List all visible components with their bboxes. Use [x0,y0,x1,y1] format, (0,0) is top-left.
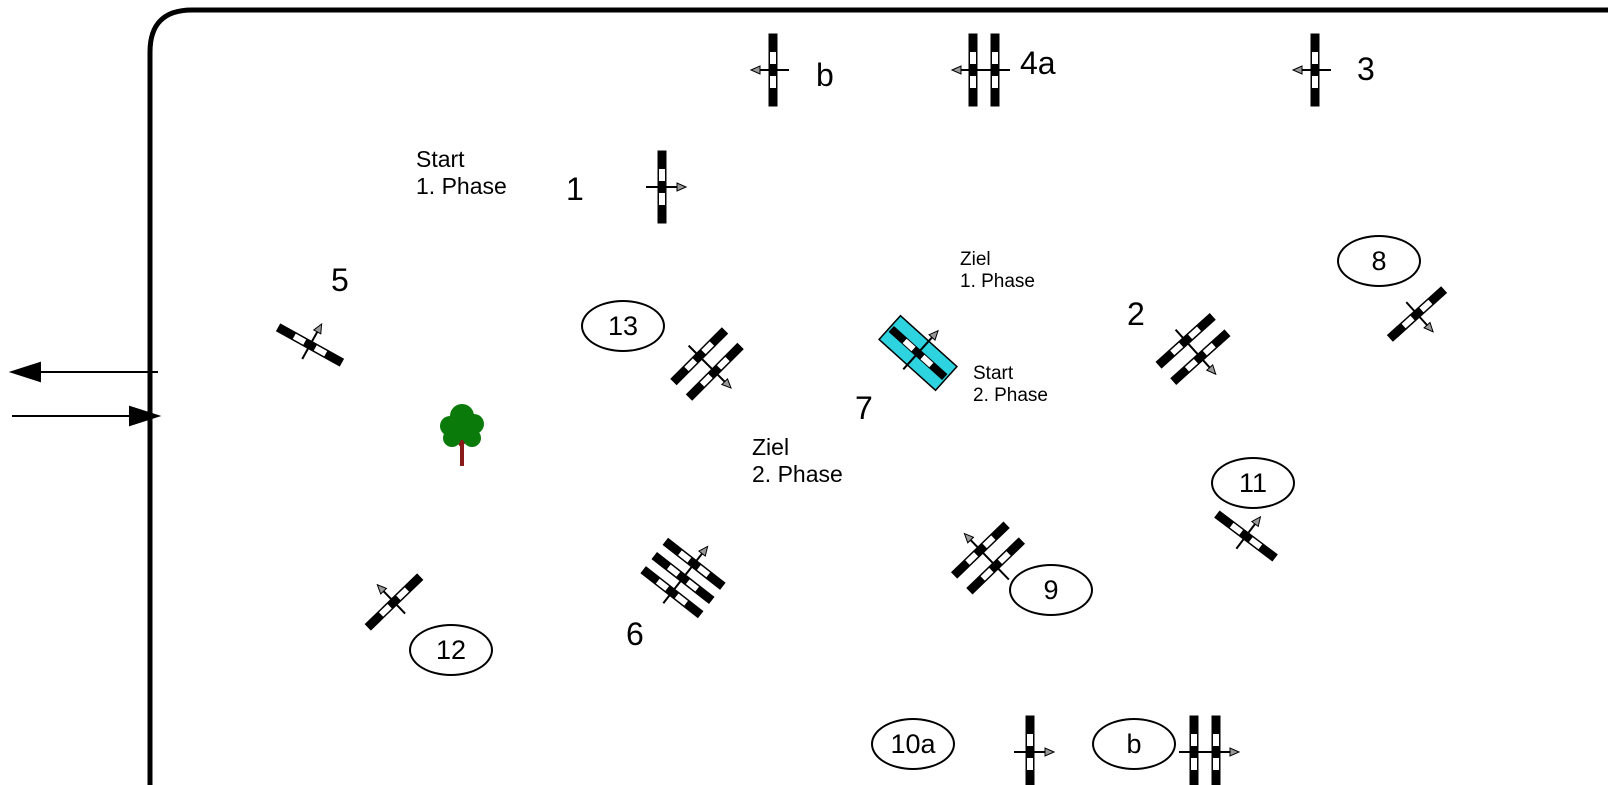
fence-obstacle-icon [1179,715,1241,785]
fence-obstacle-icon [670,327,744,401]
obstacle-label-1: 1 [566,171,584,207]
obstacle-oval-13: 13 [581,300,665,352]
fence-obstacle-icon [275,322,345,367]
fence-obstacle-icon [640,537,726,619]
fence-obstacle-icon [1214,510,1278,562]
start-phase-1-label: Start 1. Phase [416,146,507,200]
fence-obstacle-icon [1291,33,1331,107]
ziel-phase-1-label: Ziel 1. Phase [960,249,1035,293]
obstacle-oval-11: 11 [1211,457,1295,509]
ziel-phase-2-label: Ziel 2. Phase [752,434,843,488]
start-phase-2-label: Start 2. Phase [973,363,1048,407]
obstacle-label-b-top: b [816,57,834,93]
fence-obstacle-icon [950,521,1026,595]
obstacle-label-6: 6 [626,616,644,652]
tree-icon [440,404,484,466]
fence-obstacle-icon [877,314,959,392]
fence-obstacle-icon [1386,286,1448,342]
obstacle-label-4a: 4a [1020,45,1056,81]
fence-obstacle-icon [749,33,789,107]
arena-border [147,7,1608,785]
entrance-arrows-icon [8,361,162,427]
fence-obstacle-icon [1014,715,1056,785]
obstacle-label-5: 5 [331,262,349,298]
obstacle-oval-9: 9 [1009,564,1093,616]
obstacle-label-7: 7 [855,390,873,426]
fence-obstacle-icon [364,573,424,631]
obstacle-oval-8: 8 [1337,235,1421,287]
obstacle-oval-10a: 10a [871,718,955,770]
fence-obstacle-icon [1155,313,1231,385]
fence-obstacle-icon [646,150,688,224]
obstacle-label-3: 3 [1357,51,1375,87]
obstacle-oval-12: 12 [409,624,493,676]
fence-obstacle-icon [950,33,1010,107]
obstacle-oval-b-bottom: b [1092,718,1176,770]
obstacle-label-2: 2 [1127,296,1145,332]
